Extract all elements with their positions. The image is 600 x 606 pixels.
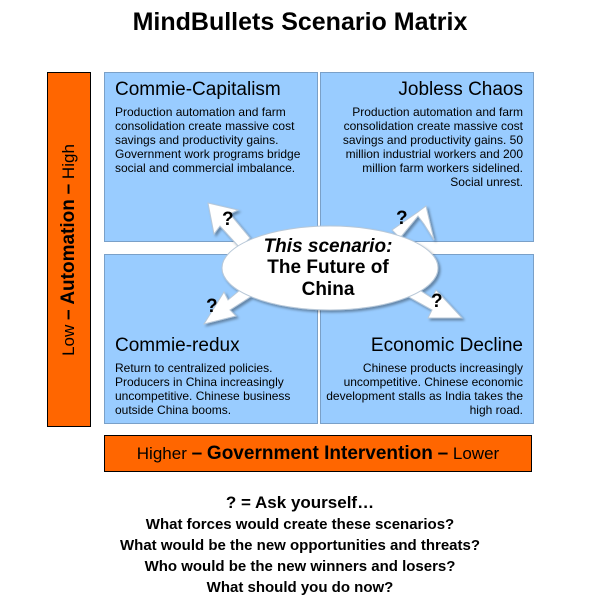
footer-question: What would be the new opportunities and … — [120, 537, 480, 554]
axis-name-government-intervention: Government Intervention — [206, 443, 433, 464]
question-mark-bottom-left: ? — [206, 296, 218, 317]
automation-axis-bar: Low – Automation – High — [47, 72, 91, 427]
axis-higher-label: Higher — [136, 444, 187, 463]
government-intervention-axis-bar: Higher – Government Intervention – Lower — [104, 435, 532, 472]
footer-question: Who would be the new winners and losers? — [144, 558, 456, 575]
question-mark-top-left: ? — [222, 209, 234, 230]
footer-question: What forces would create these scenarios… — [145, 516, 455, 533]
footer-heading: ? = Ask yourself… — [225, 493, 375, 512]
footer-question: What should you do now? — [206, 579, 394, 596]
center-line-3: China — [301, 279, 355, 300]
quadrant-title: Commie-redux — [115, 335, 240, 356]
center-label: This scenario: The Future of China — [218, 236, 438, 301]
quadrant-text: Return to centralized policies. Producer… — [115, 361, 291, 417]
center-line-1: This scenario: — [263, 236, 393, 257]
axis-high-label: High — [59, 143, 78, 179]
axis-sep: – — [58, 308, 79, 320]
axis-name-automation: Automation — [58, 198, 79, 305]
axis-sep: – — [58, 183, 79, 194]
axis-low-label: Low — [59, 324, 78, 356]
quadrant-title: Economic Decline — [370, 335, 523, 356]
automation-axis-label: Low – Automation – High — [58, 144, 80, 356]
quadrant-text: Chinese products increasingly uncompetit… — [326, 361, 523, 417]
quadrant-text: Production automation and farm consolida… — [115, 105, 301, 175]
axis-sep: – — [437, 443, 449, 464]
footer-questions: ? = Ask yourself… What forces would crea… — [0, 492, 600, 598]
quadrant-commie-capitalism: Commie-Capitalism Production automation … — [104, 72, 318, 242]
page-title: MindBullets Scenario Matrix — [132, 8, 468, 36]
question-mark-top-right: ? — [396, 208, 408, 229]
quadrant-title: Jobless Chaos — [398, 79, 523, 100]
quadrant-jobless-chaos: Jobless Chaos Production automation and … — [320, 72, 534, 242]
quadrant-title: Commie-Capitalism — [115, 79, 281, 100]
axis-sep: – — [191, 443, 203, 464]
question-mark-bottom-right: ? — [431, 291, 443, 312]
axis-lower-label: Lower — [452, 444, 500, 463]
quadrant-text: Production automation and farm consolida… — [342, 105, 523, 189]
center-line-2: The Future of — [267, 257, 389, 278]
